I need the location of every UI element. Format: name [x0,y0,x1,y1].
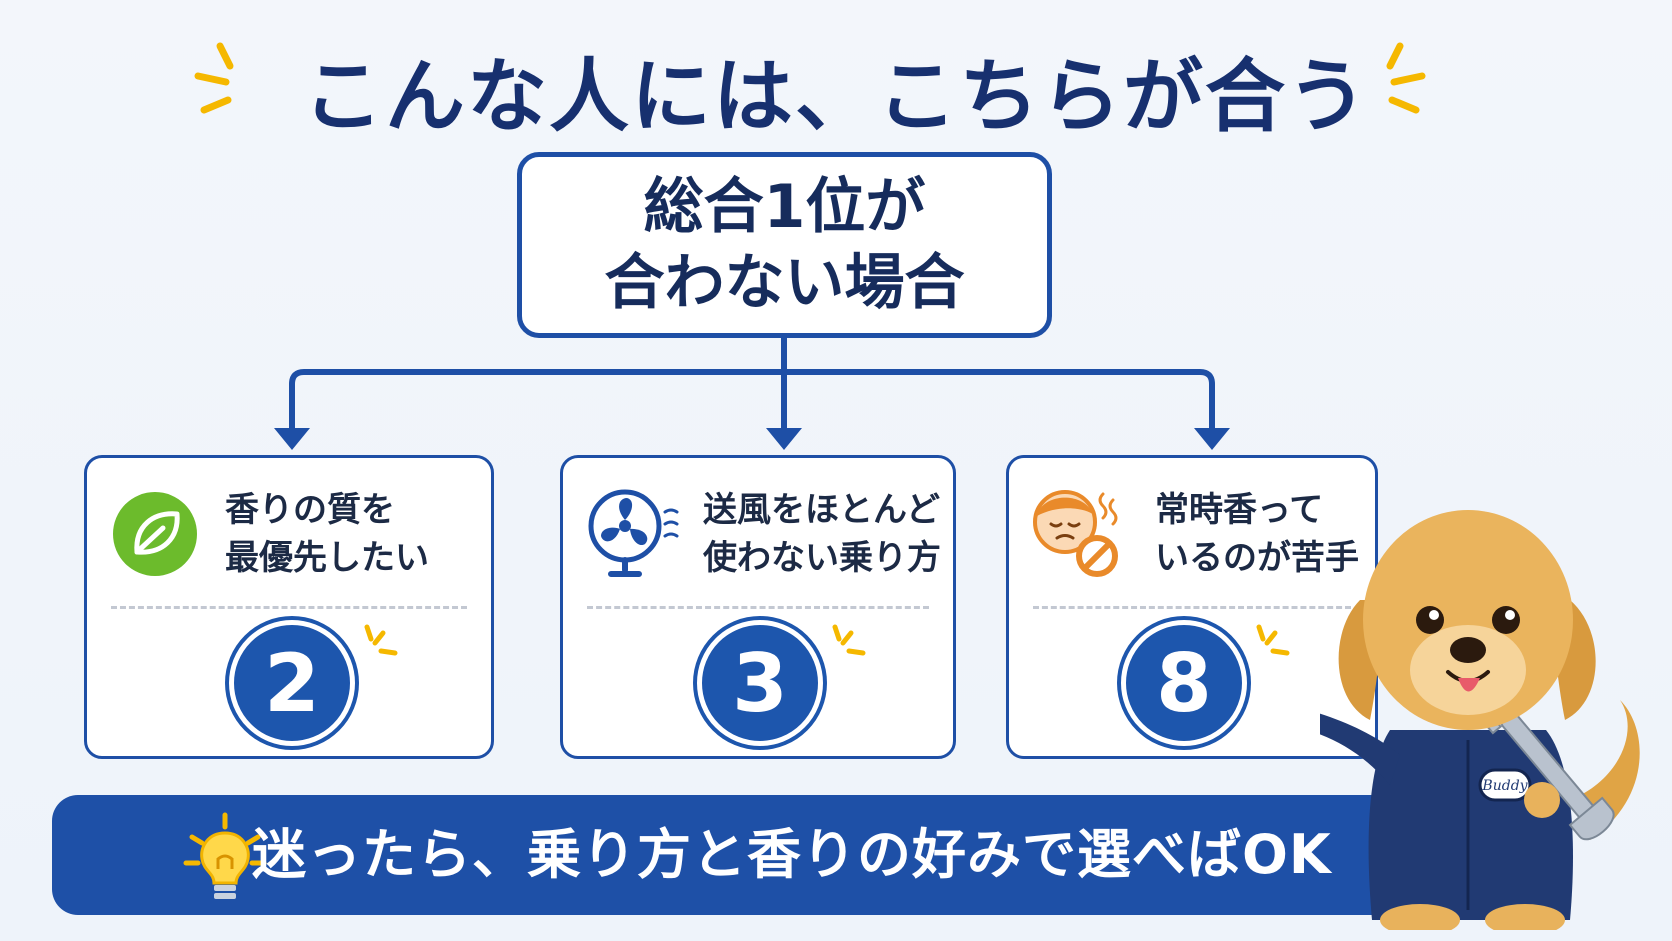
card-divider [111,606,467,609]
arrowhead-left [274,428,310,450]
option-card-1-number-badge: 2 [229,620,355,746]
card-divider [1033,606,1351,609]
page-title: こんな人には、こちらが合う [303,50,1369,143]
arrowhead-middle [766,428,802,450]
option-card-1: 香りの質を 最優先したい 2 [84,455,494,759]
left-sparkle-icon [194,42,234,114]
option-card-2-number: 3 [697,620,823,746]
fan-icon [588,489,679,577]
number-sparkle-icon [364,624,398,656]
option-card-2: 送風をほとんど 使わない乗り方 3 [560,455,956,759]
number-sparkle-icon [832,624,866,656]
option-card-2-number-badge: 3 [697,620,823,746]
mascot-dog: Buddy [1320,510,1640,930]
option-card-3-number-badge: 8 [1121,620,1247,746]
right-sparkle-icon [1386,42,1426,114]
option-card-3-text: 常時香って いるのが苦手 [1155,490,1359,578]
conclusion-banner: 迷ったら、乗り方と香りの好みで選べばOK [52,795,1492,915]
conclusion-banner-text: 迷ったら、乗り方と香りの好みで選べばOK [252,823,1332,886]
option-card-1-text: 香りの質を 最優先したい [225,490,429,578]
mascot-badge: Buddy [1481,778,1528,794]
option-card-1-number: 2 [229,620,355,746]
lightbulb-icon [183,812,267,899]
card-divider [587,606,929,609]
option-card-2-text: 送風をほとんど 使わない乗り方 [703,490,941,578]
number-sparkle-icon [1256,624,1290,656]
leaf-icon [113,492,197,576]
option-card-3: 常時香って いるのが苦手 8 [1006,455,1378,759]
root-node: 総合1位が 合わない場合 [517,152,1052,338]
arrowhead-right [1194,428,1230,450]
root-node-text: 総合1位が 合わない場合 [604,172,965,318]
no-smell-face-icon [1033,490,1118,577]
option-card-3-number: 8 [1121,620,1247,746]
